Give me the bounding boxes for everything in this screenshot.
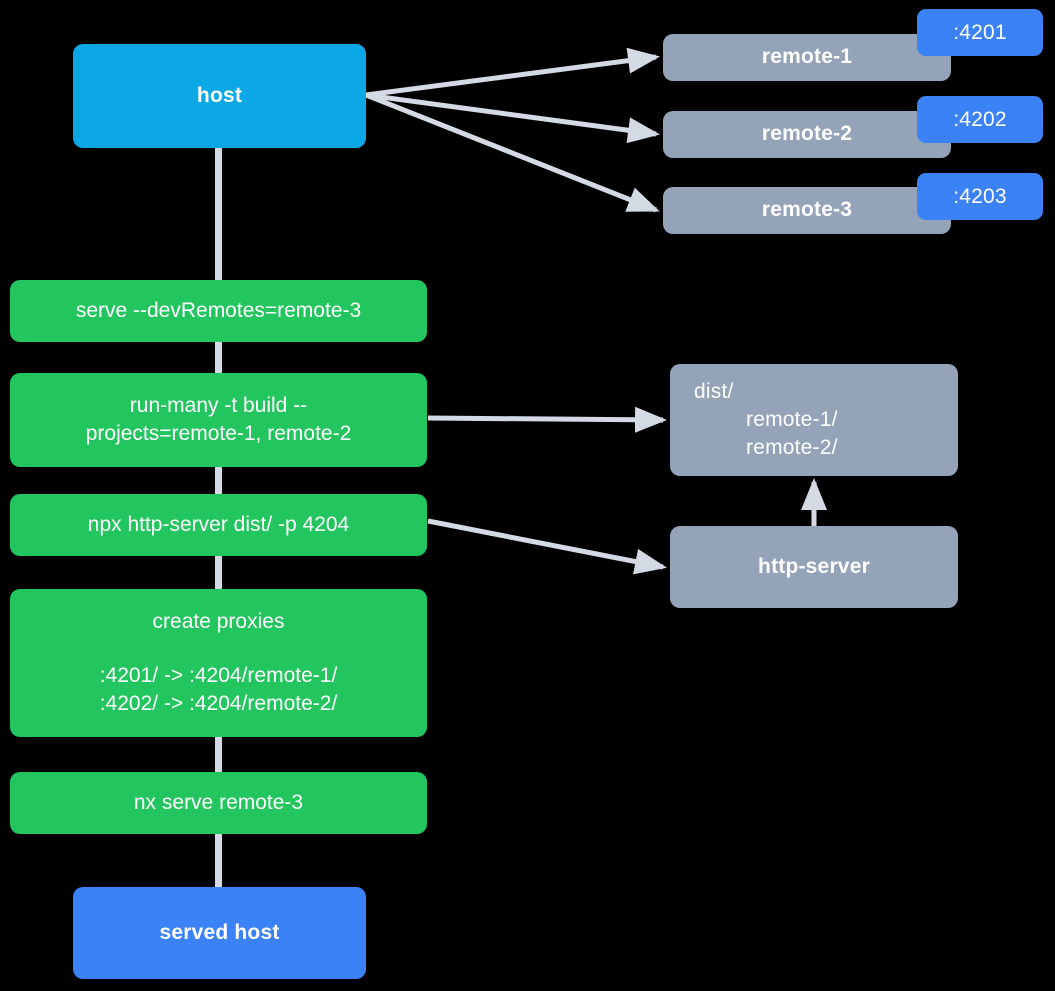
node-command-create-proxies-title: create proxies [152, 609, 285, 633]
node-http-server-label: http-server [758, 554, 870, 578]
node-remote-1[interactable]: remote-1 [663, 34, 951, 81]
port-badge-remote-1-label: :4201 [953, 20, 1007, 44]
node-remote-2-label: remote-2 [761, 122, 853, 146]
node-http-server[interactable]: http-server [670, 526, 958, 608]
node-dist-root-label: dist/ [694, 379, 734, 403]
node-command-serve-devremotes[interactable]: serve --devRemotes=remote-3 [10, 280, 427, 342]
node-dist-child-remote-1: remote-1/ [746, 407, 838, 431]
edge-host-to-remote-2 [365, 92, 660, 144]
node-served-host-label: served host [159, 920, 280, 944]
node-command-run-many-label: run-many -t build -- projects=remote-1, … [85, 393, 352, 445]
node-command-nx-serve-remote-3[interactable]: nx serve remote-3 [10, 772, 427, 834]
node-remote-3[interactable]: remote-3 [663, 187, 951, 234]
node-dist-child-remote-2: remote-2/ [746, 436, 838, 460]
edge-runmany-to-dist [427, 406, 667, 433]
port-badge-remote-2-label: :4202 [953, 107, 1007, 131]
edge-host-to-remote-3 [365, 92, 660, 213]
node-served-host[interactable]: served host [73, 887, 366, 979]
node-remote-1-label: remote-1 [761, 45, 853, 69]
node-remote-3-label: remote-3 [761, 198, 853, 222]
node-command-run-many[interactable]: run-many -t build -- projects=remote-1, … [10, 373, 427, 467]
node-remote-2[interactable]: remote-2 [663, 111, 951, 158]
node-command-create-proxies-body: :4201/ -> :4204/remote-1/ :4202/ -> :420… [99, 663, 338, 716]
port-badge-remote-2: :4202 [917, 96, 1043, 143]
port-badge-remote-3: :4203 [917, 173, 1043, 220]
node-command-npx-http-server-label: npx http-server dist/ -p 4204 [87, 512, 350, 536]
node-command-nx-serve-remote-3-label: nx serve remote-3 [133, 790, 304, 814]
node-command-serve-devremotes-label: serve --devRemotes=remote-3 [75, 298, 362, 322]
port-badge-remote-3-label: :4203 [953, 184, 1007, 208]
node-host-label: host [196, 83, 243, 107]
node-command-npx-http-server[interactable]: npx http-server dist/ -p 4204 [10, 494, 427, 556]
edge-npx-to-httpserver [427, 518, 667, 575]
node-host[interactable]: host [73, 44, 366, 148]
node-command-create-proxies[interactable]: create proxies :4201/ -> :4204/remote-1/… [10, 589, 427, 737]
edge-host-to-remote-1 [365, 47, 660, 98]
node-dist-folder[interactable]: dist/ remote-1/ remote-2/ [670, 364, 958, 476]
port-badge-remote-1: :4201 [917, 9, 1043, 56]
